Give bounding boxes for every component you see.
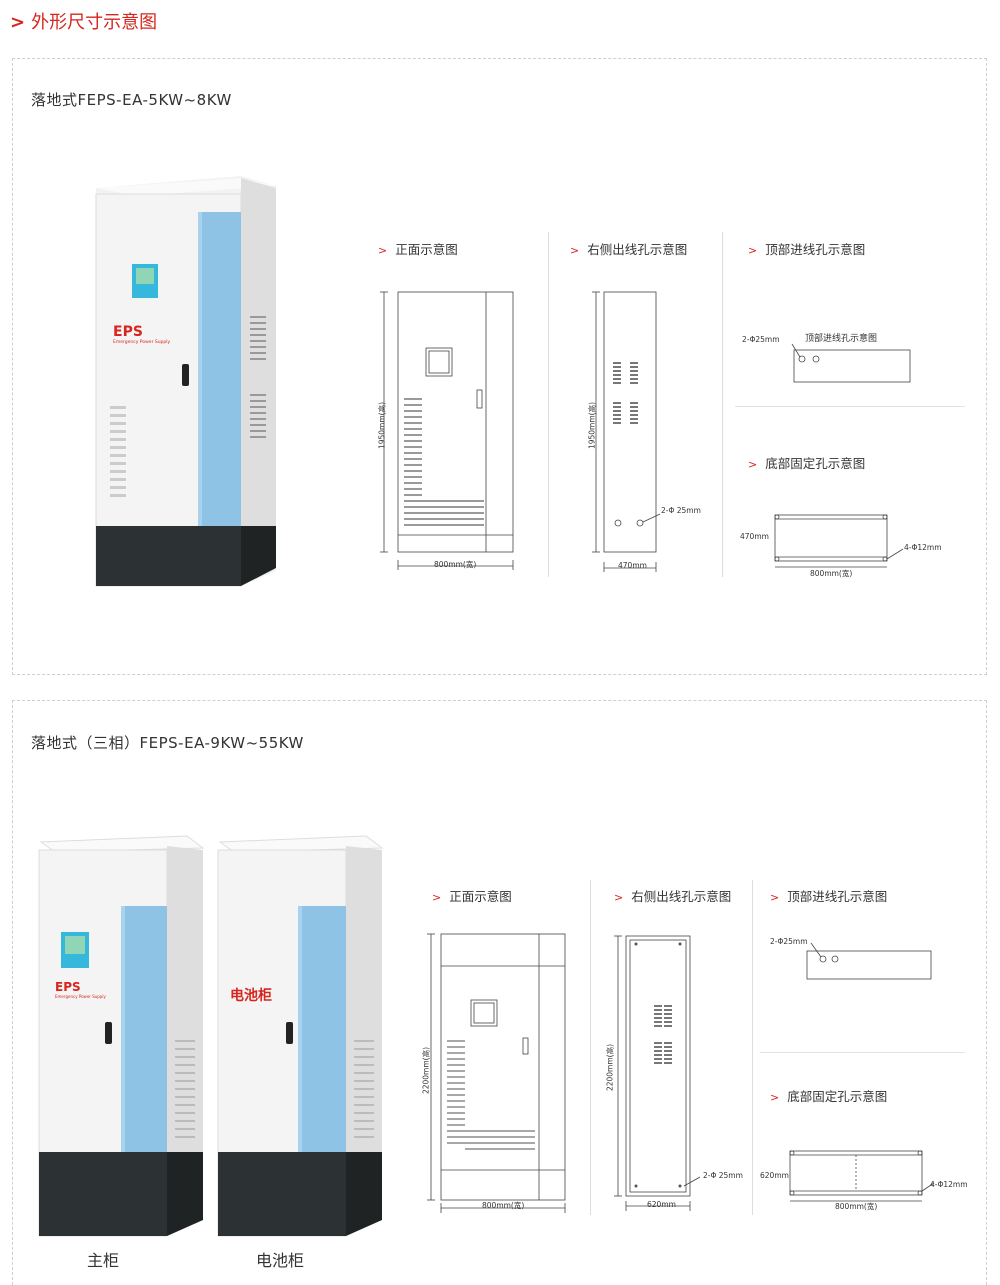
- top-diagram-label: 顶部进线孔示意图: [805, 334, 878, 344]
- section-header: >外形尺寸示意图: [10, 8, 157, 34]
- chevron-right-icon: >: [378, 244, 388, 257]
- cabinet-photo-main: [38, 835, 205, 1237]
- bottom-width-label: 800mm(宽): [835, 1202, 878, 1211]
- divider: [722, 232, 723, 577]
- top-drawing: [806, 942, 932, 980]
- bottom-depth-label: 620mm: [760, 1171, 789, 1180]
- section-side: > 右侧出线孔示意图: [570, 239, 687, 258]
- section-bottom-label: 底部固定孔示意图: [787, 1089, 888, 1104]
- side-holes-label: 2-Φ 25mm: [703, 1171, 743, 1180]
- section-front-label: 正面示意图: [449, 889, 512, 904]
- chevron-right-icon: >: [614, 891, 624, 904]
- main-cabinet-brand-sub: Emergency Power Supply: [55, 994, 106, 999]
- side-depth-label: 470mm: [618, 561, 647, 570]
- divider: [752, 880, 753, 1215]
- side-height-label: 1950mm(高): [587, 401, 597, 450]
- main-cabinet-caption: 主柜: [87, 1251, 120, 1270]
- top-holes-label: 2-Φ25mm: [770, 937, 808, 946]
- battery-cabinet-caption: 电池柜: [256, 1251, 305, 1270]
- front-width-label: 800mm(宽): [482, 1201, 525, 1210]
- product-panel-2: 落地式（三相）FEPS-EA-9KW~55KW: [12, 700, 987, 1285]
- section-front-label: 正面示意图: [395, 242, 458, 257]
- product-panel-1: 落地式FEPS-EA-5KW~8KW: [12, 58, 987, 675]
- side-drawing: [614, 935, 701, 1211]
- battery-cabinet-label: 电池柜: [230, 988, 272, 1004]
- bottom-drawing: [774, 514, 904, 568]
- divider: [760, 1052, 965, 1053]
- section-side: > 右侧出线孔示意图: [614, 886, 731, 905]
- front-height-label: 1950mm(高): [377, 401, 387, 450]
- divider: [735, 406, 965, 407]
- cabinet-brand-sub: Emergency Power Supply: [113, 340, 171, 345]
- chevron-right-icon: >: [748, 458, 758, 471]
- front-width-label: 800mm(宽): [434, 560, 477, 569]
- cabinet-photo-battery: [217, 835, 384, 1237]
- chevron-right-icon: >: [432, 891, 442, 904]
- chevron-right-icon: >: [770, 1091, 780, 1104]
- divider: [590, 880, 591, 1215]
- bottom-holes-label: 4-Φ12mm: [930, 1180, 968, 1189]
- section-top-label: 顶部进线孔示意图: [765, 242, 866, 257]
- chevron-right-icon: >: [10, 12, 26, 33]
- side-drawing: [592, 291, 661, 572]
- cabinet-brand: EPS: [113, 324, 143, 340]
- section-top-label: 顶部进线孔示意图: [787, 889, 888, 904]
- section-top: > 顶部进线孔示意图: [770, 886, 887, 905]
- section-front: > 正面示意图: [432, 886, 512, 905]
- bottom-width-label: 800mm(宽): [810, 569, 853, 578]
- section-top: > 顶部进线孔示意图: [748, 239, 865, 258]
- front-drawing: [427, 933, 566, 1213]
- product-title: 落地式（三相）FEPS-EA-9KW~55KW: [31, 734, 304, 752]
- divider: [548, 232, 549, 577]
- section-side-label: 右侧出线孔示意图: [631, 889, 732, 904]
- section-bottom: > 底部固定孔示意图: [770, 1086, 887, 1105]
- section-front: > 正面示意图: [378, 239, 458, 258]
- chevron-right-icon: >: [570, 244, 580, 257]
- bottom-drawing: [789, 1150, 935, 1202]
- side-depth-label: 620mm: [647, 1200, 676, 1209]
- bottom-depth-label: 470mm: [740, 532, 769, 541]
- section-side-label: 右侧出线孔示意图: [587, 242, 688, 257]
- top-drawing: [791, 343, 911, 383]
- top-holes-label: 2-Φ25mm: [742, 335, 780, 344]
- chevron-right-icon: >: [770, 891, 780, 904]
- cabinet-photo-single: [95, 176, 276, 587]
- bottom-holes-label: 4-Φ12mm: [904, 543, 942, 552]
- side-holes-label: 2-Φ 25mm: [661, 506, 701, 515]
- front-drawing: [380, 291, 514, 570]
- front-height-label: 2200mm(高): [421, 1046, 431, 1095]
- main-cabinet-brand: EPS: [55, 980, 81, 994]
- section-bottom: > 底部固定孔示意图: [748, 453, 865, 472]
- chevron-right-icon: >: [748, 244, 758, 257]
- side-height-label: 2200mm(高): [605, 1043, 615, 1092]
- product-title: 落地式FEPS-EA-5KW~8KW: [31, 91, 232, 109]
- section-bottom-label: 底部固定孔示意图: [765, 456, 866, 471]
- section-title: 外形尺寸示意图: [31, 12, 158, 33]
